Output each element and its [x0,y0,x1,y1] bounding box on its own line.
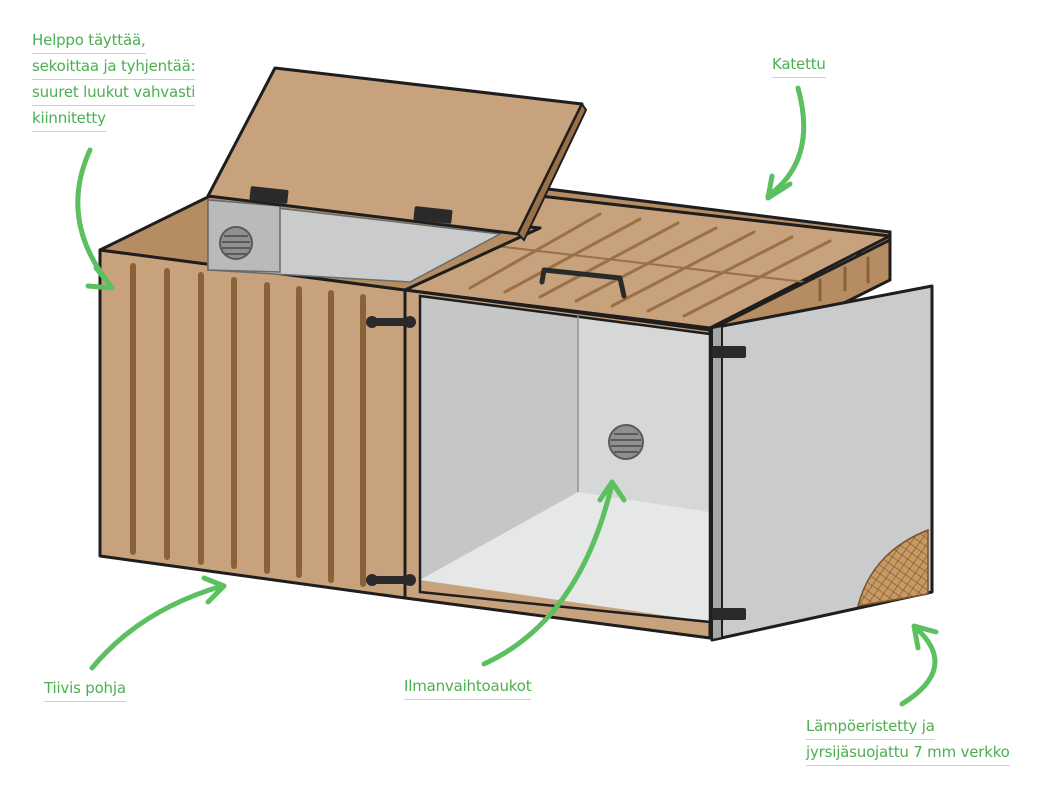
arrow-roof [765,85,807,199]
arrow-bottom [89,583,225,671]
roof-seam [469,242,831,286]
lid-hinges [249,186,453,224]
arrow-insulation [899,625,938,707]
label-vents: Ilmanvaihtoaukot [404,674,532,700]
door-bolts[interactable] [366,316,416,586]
label-bottom: Tiivis pohja [44,676,126,702]
insulation-mesh [856,528,929,607]
front-grooves [130,263,366,587]
callout-arrows [75,85,939,707]
vent-left [219,226,253,260]
lid-edge [516,102,588,242]
door-edge [711,324,723,642]
label-insulation: Lämpöeristetty ja jyrsijäsuojattu 7 mm v… [806,714,1010,766]
roof-handle[interactable] [539,267,627,299]
label-roof: Katettu [772,52,826,78]
right-opening-outline [418,294,712,624]
vent-right [608,424,644,460]
right-interior-sidewall [420,296,578,580]
label-fill: Helppo täyttää, sekoittaa ja tyhjentää: … [32,28,196,132]
right-interior-floor [420,492,710,622]
side-wall-slats [818,256,870,302]
arrow-vents [481,481,615,667]
left-front-face [98,248,407,600]
door-hinges [712,346,746,620]
